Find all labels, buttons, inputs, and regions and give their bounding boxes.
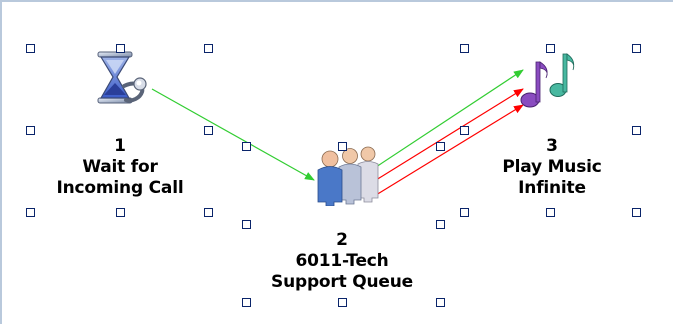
hourglass-phone-icon	[97, 51, 147, 104]
selection-handle[interactable]	[26, 44, 35, 53]
edge-2-to-3-failure[interactable]	[375, 104, 524, 196]
selection-handle[interactable]	[204, 126, 213, 135]
flow-node-play-music-infinite[interactable]: 3 Play Music Infinite	[464, 46, 640, 216]
selection-handle[interactable]	[204, 44, 213, 53]
selection-handle[interactable]	[204, 208, 213, 217]
selection-handle[interactable]	[116, 208, 125, 217]
node-title-line1: Wait for	[82, 157, 158, 177]
selection-handle[interactable]	[632, 44, 641, 53]
selection-handle[interactable]	[26, 126, 35, 135]
node-title-line1: 6011-Tech	[295, 251, 389, 271]
selection-handle[interactable]	[460, 126, 469, 135]
selection-handle[interactable]	[632, 208, 641, 217]
edge-1-to-2-success[interactable]	[151, 88, 315, 181]
selection-handle[interactable]	[546, 44, 555, 53]
node-number: 1	[114, 136, 126, 156]
node-number: 3	[546, 136, 558, 156]
flow-node-6011-tech-support-queue[interactable]: 2 6011-Tech Support Queue	[244, 142, 440, 312]
node-title-line1: Play Music	[502, 157, 602, 177]
selection-handle[interactable]	[460, 208, 469, 217]
selection-handle[interactable]	[338, 298, 347, 307]
node-title-line2: Support Queue	[271, 272, 413, 292]
selection-handle[interactable]	[436, 142, 445, 151]
selection-handle[interactable]	[338, 142, 347, 151]
people-queue-icon	[317, 146, 379, 206]
selection-handle[interactable]	[436, 220, 445, 229]
selection-handle[interactable]	[26, 208, 35, 217]
selection-handle[interactable]	[116, 44, 125, 53]
node-title-line2: Incoming Call	[56, 178, 184, 198]
selection-handle[interactable]	[546, 208, 555, 217]
selection-handle[interactable]	[242, 142, 251, 151]
node-title-line2: Infinite	[518, 178, 586, 198]
selection-handle[interactable]	[436, 298, 445, 307]
selection-handle[interactable]	[632, 126, 641, 135]
edge-2-to-3-failure[interactable]	[375, 88, 524, 181]
selection-handle[interactable]	[242, 220, 251, 229]
selection-handle[interactable]	[242, 298, 251, 307]
selection-handle[interactable]	[460, 44, 469, 53]
flow-node-wait-for-incoming-call[interactable]: 1 Wait for Incoming Call	[32, 46, 208, 216]
node-number: 2	[336, 230, 348, 250]
edge-2-to-3-success[interactable]	[375, 69, 524, 168]
music-notes-icon	[520, 53, 575, 108]
